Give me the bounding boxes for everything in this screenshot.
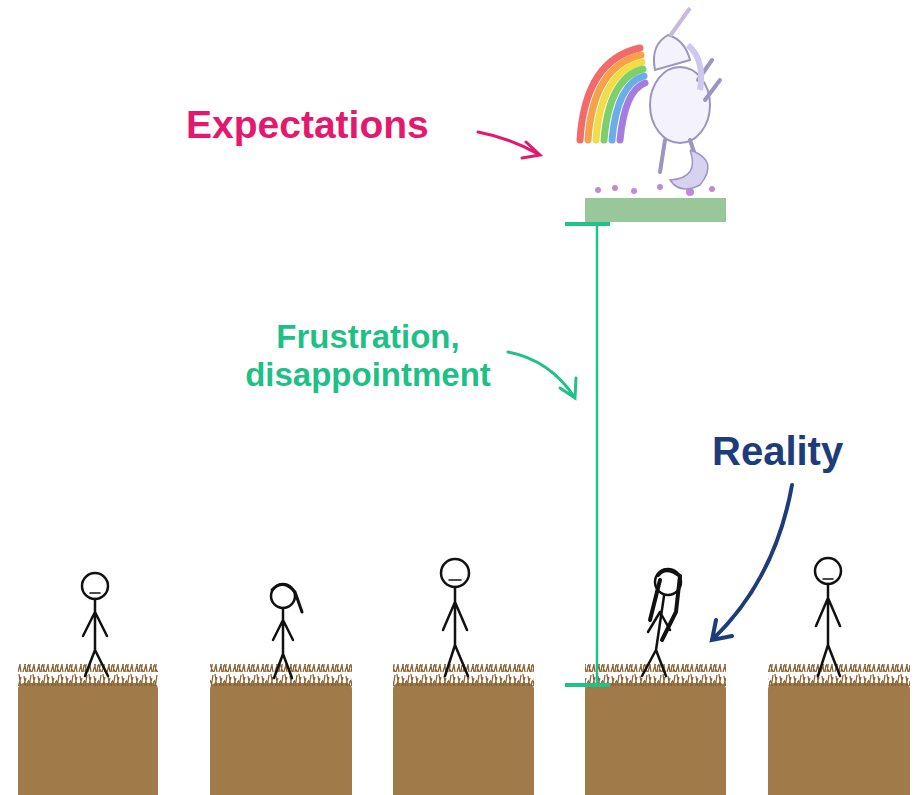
callout-label: Frustration, disappointment	[218, 318, 518, 394]
stick-figures	[82, 558, 841, 678]
gap-bracket	[565, 224, 610, 685]
ground-blocks	[18, 664, 910, 795]
unicorn	[580, 8, 726, 222]
callout-label: Expectations	[186, 103, 476, 148]
leader-arrows	[478, 132, 792, 640]
callout-label: Reality	[712, 428, 882, 474]
